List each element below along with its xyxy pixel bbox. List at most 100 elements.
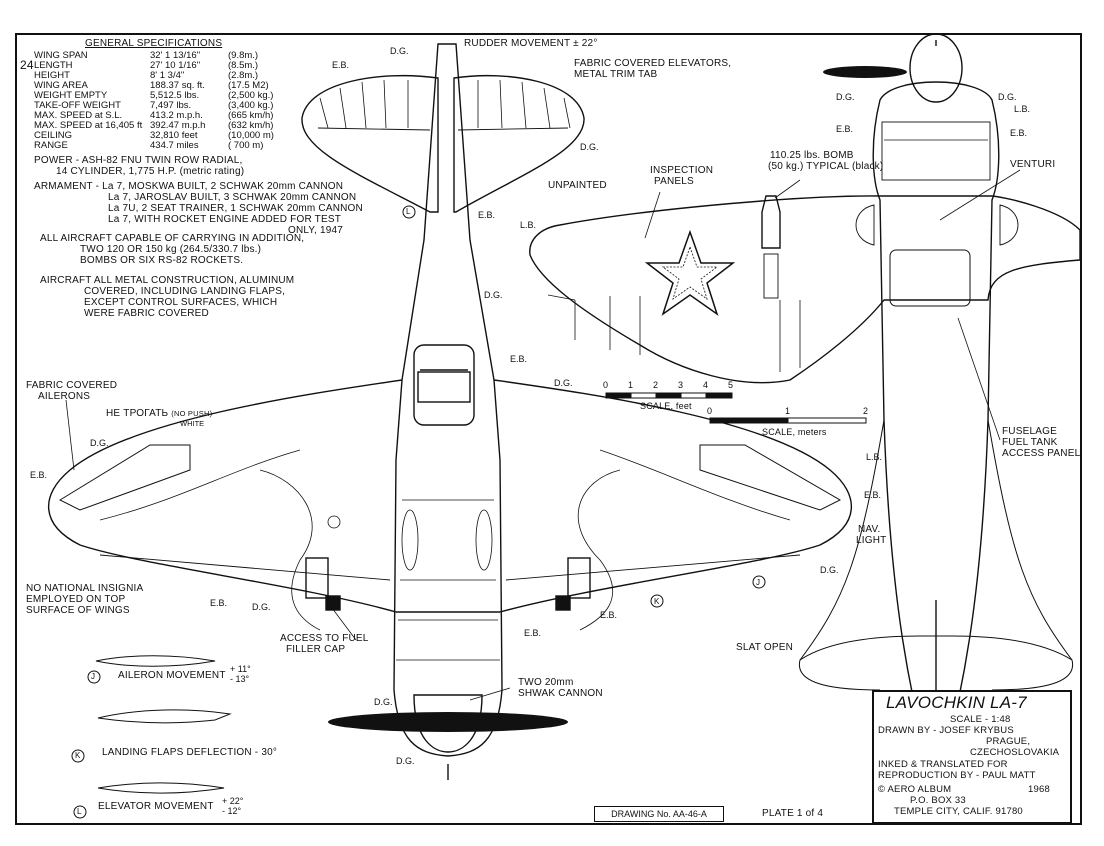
aileron-section bbox=[95, 655, 216, 667]
bomb-note-1: 110.25 lbs. BOMB bbox=[770, 150, 854, 161]
no-insignia-1: NO NATIONAL INSIGNIA bbox=[26, 583, 144, 594]
flaps-deflection-text: LANDING FLAPS DEFLECTION - 30° bbox=[102, 747, 278, 758]
dg-label-fuselage: D.G. bbox=[484, 290, 503, 300]
propeller-disc bbox=[328, 712, 568, 732]
spec-metric: (8.5m.) bbox=[228, 60, 259, 71]
no-push-english: (NO PUSH) bbox=[171, 409, 213, 418]
title-block: LAVOCHKIN LA-7 SCALE - 1:48 DRAWN BY - J… bbox=[872, 690, 1072, 824]
spec-label: WEIGHT EMPTY bbox=[34, 90, 108, 101]
spec-label: MAX. SPEED at S.L. bbox=[34, 110, 123, 121]
sheet-frame bbox=[15, 33, 1082, 825]
address-2: TEMPLE CITY, CALIF. 91780 bbox=[894, 806, 1023, 817]
drawing-scale: SCALE - 1:48 bbox=[950, 714, 1011, 725]
spec-imperial: 32' 1 13/16" bbox=[150, 50, 201, 61]
spec-row: MAX. SPEED at S.L. 413.2 m.p.h. (665 km/h) bbox=[34, 111, 314, 121]
armament-line-4: La 7, WITH ROCKET ENGINE ADDED FOR TEST bbox=[108, 214, 342, 225]
spec-label: CEILING bbox=[34, 130, 73, 141]
nav-light-2: LIGHT bbox=[856, 535, 887, 546]
drawn-city: PRAGUE, bbox=[986, 736, 1031, 747]
scale-feet-tick: 3 bbox=[678, 380, 684, 390]
no-insignia-3: SURFACE OF WINGS bbox=[26, 605, 130, 616]
spec-imperial: 413.2 m.p.h. bbox=[150, 110, 203, 121]
fabric-ailerons-2: AILERONS bbox=[38, 391, 91, 402]
slat-open-label: SLAT OPEN bbox=[736, 642, 794, 653]
fabric-ailerons-1: FABRIC COVERED bbox=[26, 380, 118, 391]
aileron-up: + 11° bbox=[230, 664, 251, 674]
red-star-insignia bbox=[644, 229, 736, 316]
rudder-movement-label: RUDDER MOVEMENT ± 22° bbox=[464, 38, 598, 49]
construction-line-1: AIRCRAFT ALL METAL CONSTRUCTION, ALUMINU… bbox=[40, 275, 295, 286]
eb-label-flap-right: E.B. bbox=[600, 610, 618, 620]
top-view bbox=[47, 43, 853, 780]
flap-section bbox=[97, 709, 232, 724]
eb-label-tail: E.B. bbox=[332, 60, 350, 70]
dg-label-tail: D.G. bbox=[390, 46, 409, 56]
spec-imperial: 392.47 m.p.h bbox=[150, 120, 206, 131]
scale-feet-label: SCALE, feet bbox=[640, 401, 692, 411]
power-line-2: 14 CYLINDER, 1,775 H.P. (metric rating) bbox=[56, 166, 245, 177]
elevator-up: + 22° bbox=[222, 796, 244, 806]
scale-meters-label: SCALE, meters bbox=[762, 427, 827, 437]
aircraft-title: LAVOCHKIN LA-7 bbox=[886, 693, 1027, 712]
elevator-section bbox=[97, 782, 225, 794]
publisher: © AERO ALBUM bbox=[878, 784, 952, 795]
scale-feet-tick: 2 bbox=[653, 380, 659, 390]
drawing-number: DRAWING No. AA-46-A bbox=[594, 806, 724, 822]
spec-imperial: 188.37 sq. ft. bbox=[150, 80, 205, 91]
fuel-filler-1: ACCESS TO FUEL bbox=[280, 633, 369, 644]
fuselage-top bbox=[393, 43, 503, 757]
inspection-panels-1: INSPECTION bbox=[650, 165, 714, 176]
tailplane-left bbox=[301, 75, 439, 213]
dg-label-cannon-left: D.G. bbox=[374, 697, 393, 707]
eb-label-fuselage: E.B. bbox=[478, 210, 496, 220]
construction-line-3: EXCEPT CONTROL SURFACES, WHICH bbox=[84, 297, 278, 308]
eb-label-cowl-left: E.B. bbox=[836, 124, 854, 134]
spec-metric: (665 km/h) bbox=[228, 110, 274, 121]
spec-label: WING AREA bbox=[34, 80, 88, 91]
eb-label-wingtip-left: E.B. bbox=[30, 470, 48, 480]
scale-feet-tick: 0 bbox=[603, 380, 609, 390]
armament-line-5: ONLY, 1947 bbox=[288, 225, 344, 236]
j-callout: J bbox=[756, 578, 760, 587]
venturi-label: VENTURI bbox=[1010, 159, 1056, 170]
unpainted-label: UNPAINTED bbox=[548, 180, 607, 191]
scale-feet bbox=[605, 392, 733, 399]
spec-label: MAX. SPEED at 16,405 ft bbox=[34, 120, 143, 131]
spec-label: WING SPAN bbox=[34, 50, 88, 61]
drawn-by: DRAWN BY - JOSEF KRYBUS bbox=[878, 725, 1014, 736]
no-push-russian: НЕ ТРОГАТЬ bbox=[106, 408, 169, 419]
inspection-panels-2: PANELS bbox=[654, 176, 694, 187]
cannon-2: SHWAK CANNON bbox=[518, 688, 603, 699]
k-callout: K bbox=[654, 597, 660, 606]
spec-imperial: 7,497 lbs. bbox=[150, 100, 192, 111]
eb-label-flap-left: E.B. bbox=[210, 598, 228, 608]
spec-metric: (10,000 m) bbox=[228, 130, 274, 141]
spec-imperial: 27' 10 1/16" bbox=[150, 60, 201, 71]
spec-imperial: 8' 1 3/4" bbox=[150, 70, 185, 81]
tailplane-right bbox=[453, 75, 585, 213]
fuel-tank-1: FUSELAGE bbox=[1002, 426, 1057, 437]
address-1: P.O. BOX 33 bbox=[910, 795, 966, 806]
construction-line-4: WERE FABRIC COVERED bbox=[84, 308, 209, 319]
scale-meter-tick: 0 bbox=[707, 406, 713, 416]
bomb-note-2: (50 kg.) TYPICAL (black) bbox=[768, 161, 884, 172]
spec-metric: (17.5 M2) bbox=[228, 80, 269, 91]
lb-label-prop: L.B. bbox=[1014, 104, 1031, 114]
drawn-country: CZECHOSLOVAKIA bbox=[970, 747, 1060, 758]
armament-line-2: La 7, JAROSLAV BUILT, 3 SCHWAK 20mm CANN… bbox=[108, 192, 357, 203]
lb-label-wing-bottom: L.B. bbox=[520, 220, 537, 230]
bombs-line-2: TWO 120 OR 150 kg (264.5/330.7 lbs.) bbox=[80, 244, 262, 255]
dg-label-flap-left: D.G. bbox=[252, 602, 271, 612]
wing-top bbox=[47, 379, 853, 613]
scale-meters bbox=[709, 417, 867, 424]
spec-metric: (2,500 kg.) bbox=[228, 90, 274, 101]
scale-meter-tick: 2 bbox=[863, 406, 869, 416]
no-push-marking: НЕ ТРОГАТЬ (NO PUSH) bbox=[106, 408, 212, 419]
